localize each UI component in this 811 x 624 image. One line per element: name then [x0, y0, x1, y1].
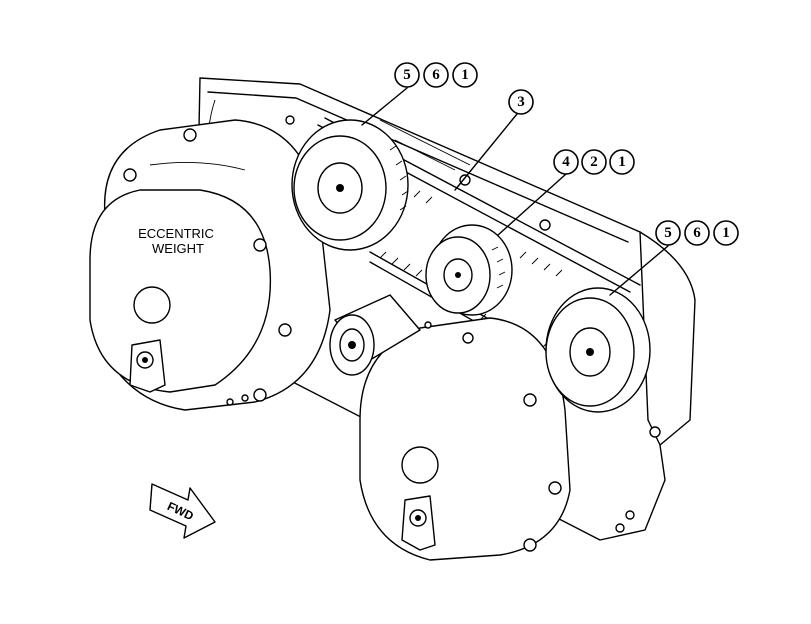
- lower-right-pulley: [545, 287, 651, 413]
- middle-pulley: [425, 224, 513, 316]
- callout-number: 1: [722, 225, 730, 241]
- callout-circle: [394, 62, 420, 88]
- callout-number: 6: [432, 67, 440, 83]
- upper-left-pulley: [291, 119, 409, 251]
- callout-number: 2: [590, 154, 598, 170]
- callout-group-c: 4 2 1: [553, 149, 635, 175]
- callout-number: 6: [693, 225, 701, 241]
- callout-circle: [581, 149, 607, 175]
- callout-circle: [655, 220, 681, 246]
- forward-direction-arrow: FWD: [149, 483, 216, 539]
- callout-number: 5: [664, 225, 672, 241]
- callout-circle: [508, 89, 534, 115]
- callout-circle: [423, 62, 449, 88]
- callout-number: 4: [562, 154, 570, 170]
- callout-number: 1: [618, 154, 626, 170]
- eccentric-weight-label-line1: ECCENTRIC: [138, 226, 214, 241]
- callout-group-a: 5 6 1: [394, 62, 478, 88]
- callout-circle: [684, 220, 710, 246]
- callout-number: 3: [517, 94, 525, 110]
- callout-group-b: 3: [508, 89, 534, 115]
- eccentric-weight-label-line2: WEIGHT: [152, 241, 204, 256]
- eccentric-weight-right: [359, 317, 571, 561]
- eccentric-weight-left: [89, 119, 331, 411]
- callout-number: 5: [403, 67, 411, 83]
- callout-circle: [713, 220, 739, 246]
- callout-circle: [553, 149, 579, 175]
- callout-leaders: [361, 87, 669, 296]
- callout-circle: [609, 149, 635, 175]
- callout-group-d: 5 6 1: [655, 220, 739, 246]
- shaft-coupling: [329, 294, 421, 376]
- callout-number: 1: [461, 67, 469, 83]
- callout-circle: [452, 62, 478, 88]
